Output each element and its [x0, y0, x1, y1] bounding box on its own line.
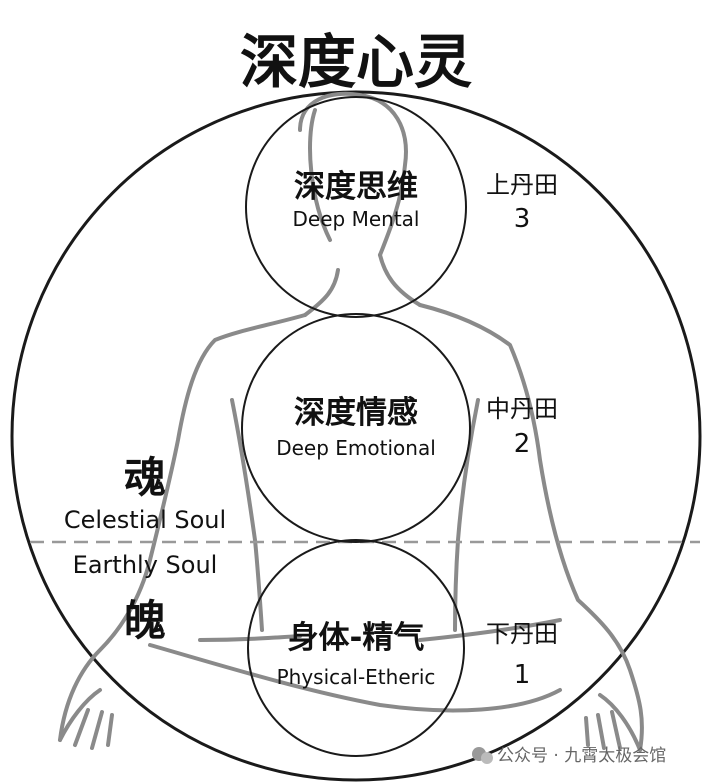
- wechat-icon-secondary: [481, 752, 493, 764]
- upper-center-en-label: Deep Mental: [293, 207, 420, 231]
- middle-dantian-label: 中丹田: [486, 395, 558, 423]
- lower-dantian-label: 下丹田: [486, 620, 558, 648]
- lower-center-en-label: Physical-Etheric: [277, 665, 436, 689]
- lower-center-circle: [247, 539, 465, 757]
- diagram-title: 深度心灵: [240, 28, 472, 96]
- upper-center-zh-label: 深度思维: [294, 169, 418, 205]
- lower-center-zh-label: 身体-精气: [288, 620, 425, 656]
- upper-dantian-number: 3: [514, 204, 531, 234]
- earthly-soul-en-label: Earthly Soul: [73, 551, 218, 579]
- middle-dantian-number: 2: [514, 429, 531, 459]
- earthly-soul-zh-label: 魄: [124, 596, 166, 645]
- middle-center-circle: [241, 313, 471, 543]
- middle-center-en-label: Deep Emotional: [276, 436, 436, 460]
- outer-psyche-circle: [10, 90, 702, 782]
- celestial-soul-en-label: Celestial Soul: [64, 506, 226, 534]
- watermark-text: 公众号 · 九霄太极会馆: [497, 746, 666, 766]
- upper-center-circle: [245, 96, 467, 318]
- celestial-soul-zh-label: 魂: [124, 453, 166, 502]
- upper-dantian-label: 上丹田: [486, 171, 558, 199]
- middle-center-zh-label: 深度情感: [294, 395, 418, 431]
- lower-dantian-number: 1: [514, 660, 531, 690]
- watermark: 公众号 · 九霄太极会馆: [472, 746, 666, 766]
